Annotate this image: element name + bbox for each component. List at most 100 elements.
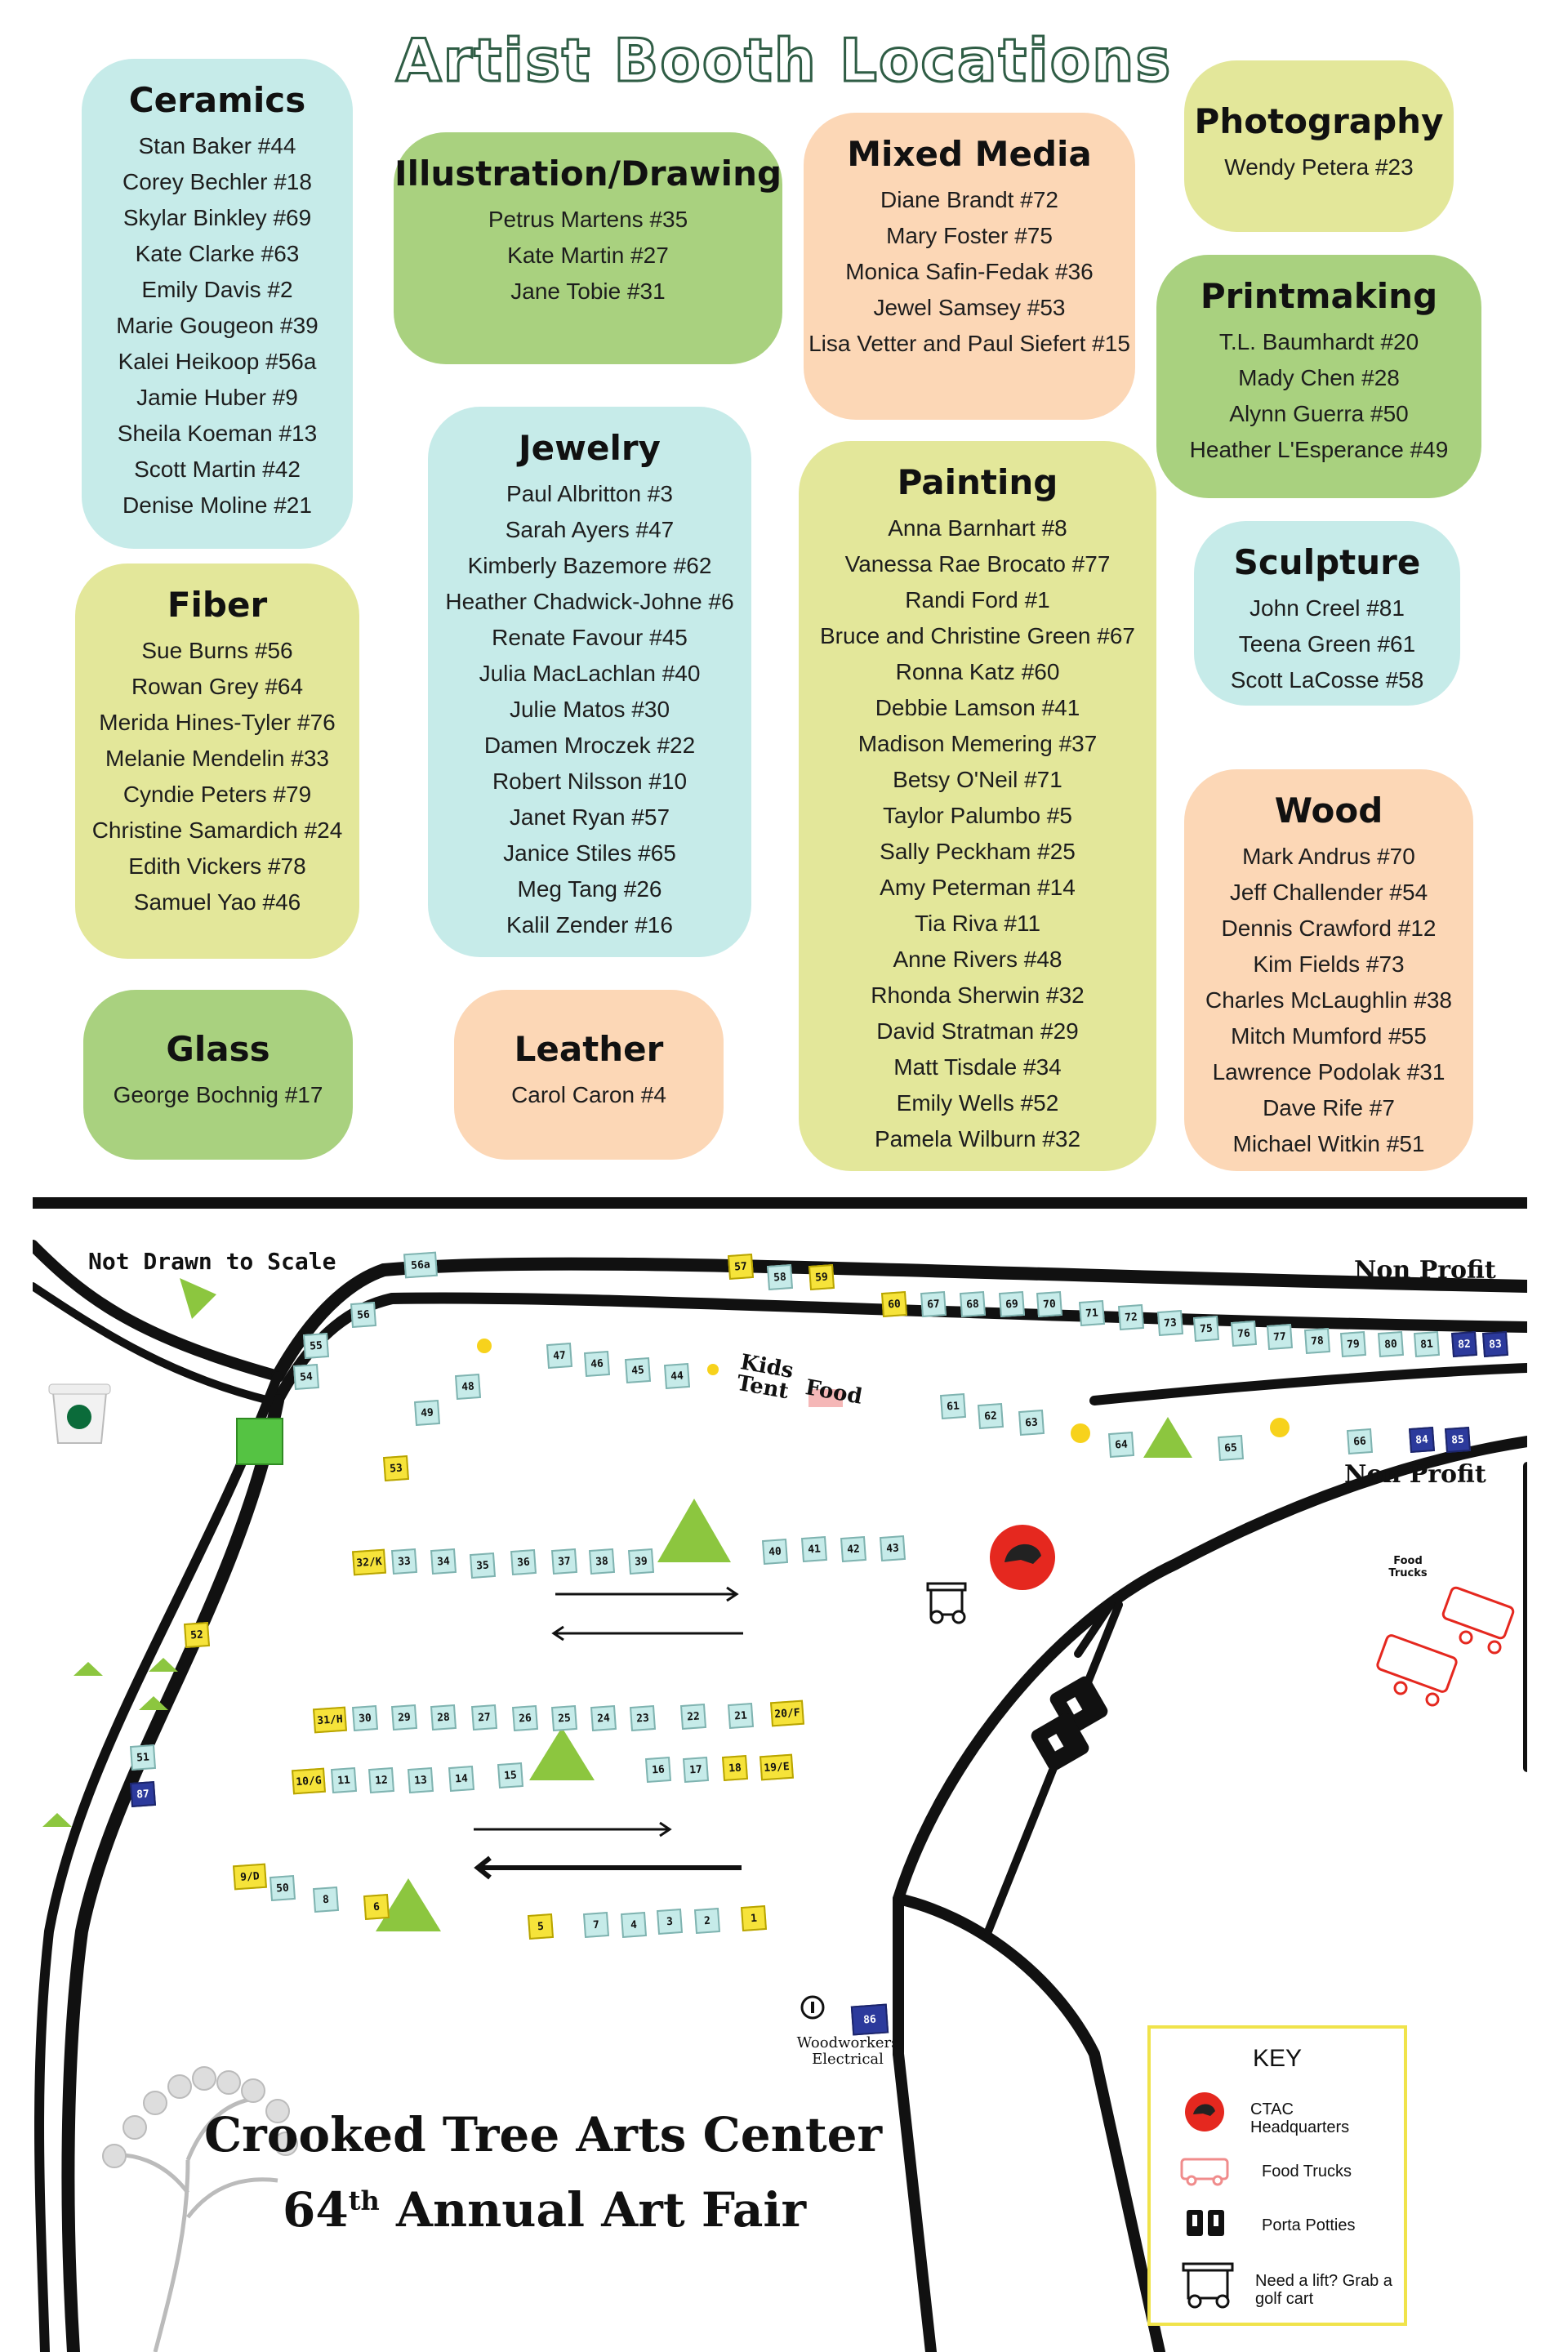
- booth-31-h: 31/H: [313, 1706, 347, 1734]
- artist-entry: Marie Gougeon #39: [116, 313, 318, 338]
- artist-entry: Monica Safin-Fedak #36: [845, 259, 1094, 284]
- artist-entry: Diane Brandt #72: [880, 187, 1058, 212]
- golf-cart-icon: [926, 1582, 967, 1624]
- not-to-scale-label: Not Drawn to Scale: [88, 1248, 336, 1275]
- artist-entry: Christine Samardich #24: [91, 817, 343, 843]
- porta-potty-icon: [1031, 1676, 1108, 1771]
- artist-entry: Taylor Palumbo #5: [883, 803, 1072, 828]
- ctac-headquarters-icon: [990, 1525, 1055, 1590]
- category-title: Sculpture: [1233, 542, 1421, 582]
- booth-75: 75: [1192, 1315, 1220, 1343]
- booth-32-k: 32/K: [352, 1548, 386, 1576]
- booth-1: 1: [740, 1904, 768, 1932]
- booth-34: 34: [430, 1548, 457, 1575]
- artist-entry: Heather Chadwick-Johne #6: [445, 589, 734, 614]
- artist-entry: Kim Fields #73: [1253, 951, 1405, 977]
- footer-title-rest: Annual Art Fair: [395, 2182, 807, 2238]
- green-square: [236, 1418, 283, 1465]
- footer-title-line1: Crooked Tree Arts Center: [204, 2107, 883, 2163]
- booth-33: 33: [390, 1548, 418, 1575]
- artist-entry: Anne Rivers #48: [893, 947, 1062, 972]
- booth-51: 51: [129, 1744, 157, 1771]
- booth-62: 62: [977, 1402, 1004, 1430]
- artist-entry: Amy Peterman #14: [880, 875, 1076, 900]
- artist-entry: Rhonda Sherwin #32: [871, 982, 1085, 1008]
- booth-71: 71: [1078, 1299, 1106, 1327]
- map-key: KEY CTAC Headquarters Food Trucks Porta …: [1147, 2025, 1407, 2326]
- artist-entry: Stan Baker #44: [138, 133, 296, 158]
- booth-50: 50: [269, 1874, 296, 1902]
- artist-entry: Sarah Ayers #47: [505, 517, 675, 542]
- porta-potty-icon: [1187, 2210, 1224, 2236]
- category-title: Photography: [1194, 101, 1444, 141]
- booth-61: 61: [939, 1392, 967, 1420]
- artist-entry: Charles McLaughlin #38: [1205, 987, 1452, 1013]
- non-profit-label-mid: Non Profit: [1344, 1460, 1486, 1489]
- booth-58: 58: [766, 1263, 794, 1291]
- artist-entry: Sue Burns #56: [141, 638, 293, 663]
- booth-44: 44: [663, 1362, 691, 1390]
- category-title: Glass: [166, 1029, 270, 1069]
- booth-27: 27: [470, 1704, 498, 1731]
- fair-map: [33, 1197, 1527, 2352]
- food-trucks-label: Food Trucks: [1388, 1555, 1428, 1579]
- booth-16: 16: [644, 1756, 672, 1784]
- footer-ordinal: 64: [283, 2182, 349, 2238]
- artist-entry: Alynn Guerra #50: [1229, 401, 1409, 426]
- artist-entry: Dave Rife #7: [1263, 1095, 1395, 1120]
- artist-entry: Edith Vickers #78: [128, 853, 306, 879]
- booth-11: 11: [330, 1766, 358, 1794]
- booth-47: 47: [546, 1342, 573, 1370]
- booth-59: 59: [808, 1263, 835, 1291]
- booth-29: 29: [390, 1704, 418, 1731]
- booth-82: 82: [1450, 1330, 1478, 1358]
- key-label-porta-potties: Porta Potties: [1262, 2216, 1356, 2234]
- artist-entry: Melanie Mendelin #33: [105, 746, 329, 771]
- booth-17: 17: [682, 1756, 710, 1784]
- artist-entry: Tia Riva #11: [914, 911, 1041, 936]
- booth-52: 52: [183, 1621, 211, 1649]
- artist-entry: John Creel #81: [1250, 595, 1405, 621]
- booth-22: 22: [679, 1703, 707, 1731]
- footer-tree-icon: [105, 2096, 278, 2352]
- footer-title-line2: 64th Annual Art Fair: [283, 2182, 806, 2238]
- booth-18: 18: [721, 1754, 749, 1782]
- booth-30: 30: [351, 1704, 379, 1732]
- booth-72: 72: [1117, 1303, 1145, 1331]
- booth-83: 83: [1481, 1330, 1509, 1358]
- artist-entry: Kalei Heikoop #56a: [118, 349, 317, 374]
- booth-13: 13: [407, 1766, 434, 1794]
- artist-entry: Ronna Katz #60: [895, 659, 1060, 684]
- artist-entry: Kimberly Bazemore #62: [467, 553, 712, 578]
- booth-68: 68: [959, 1290, 987, 1318]
- artist-entry: Matt Tisdale #34: [893, 1054, 1062, 1080]
- footer-ordinal-suffix: th: [348, 2185, 380, 2216]
- booth-6: 6: [363, 1893, 390, 1921]
- booth-49: 49: [413, 1399, 441, 1427]
- booth-39: 39: [627, 1548, 655, 1575]
- category-title: Leather: [514, 1029, 664, 1069]
- ctac-headquarters-icon: [1185, 2092, 1224, 2132]
- booth-15: 15: [497, 1762, 524, 1789]
- artist-entry: Betsy O'Neil #71: [893, 767, 1062, 792]
- artist-entry: Cyndie Peters #79: [122, 782, 312, 807]
- artist-entry: Samuel Yao #46: [133, 889, 301, 915]
- booth-19-e: 19/E: [760, 1753, 794, 1781]
- artist-entry: Anna Barnhart #8: [888, 515, 1067, 541]
- category-title: Fiber: [167, 585, 268, 625]
- booth-38: 38: [588, 1548, 616, 1575]
- artist-entry: Petrus Martens #35: [488, 207, 688, 232]
- artist-entry: Sheila Koeman #13: [117, 421, 318, 446]
- artist-entry: Michael Witkin #51: [1232, 1131, 1425, 1156]
- artist-entry: David Stratman #29: [876, 1018, 1079, 1044]
- booth-36: 36: [510, 1548, 537, 1576]
- category-title: Jewelry: [519, 428, 661, 468]
- golf-cart-icon: [1182, 2262, 1234, 2309]
- category-title: Illustration/Drawing: [394, 154, 782, 194]
- booth-7: 7: [582, 1911, 610, 1939]
